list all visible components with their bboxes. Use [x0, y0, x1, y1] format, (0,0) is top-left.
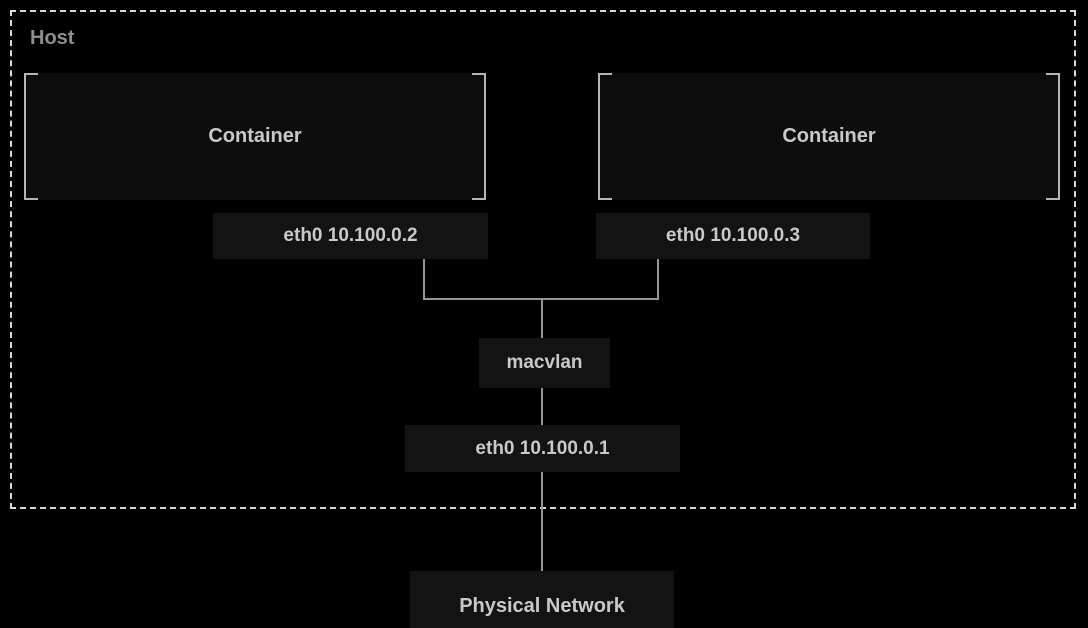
container-left-interface-label: eth0 10.100.0.2 [213, 213, 488, 259]
container-right-interface-label: eth0 10.100.0.3 [596, 213, 870, 259]
container-node-right: Container [598, 73, 1060, 200]
physical-network-node: Physical Network [410, 571, 674, 628]
connector-line-to-macvlan [541, 300, 543, 338]
container-node-left: Container [24, 73, 486, 200]
connector-line-join-horizontal [423, 298, 659, 300]
container-right-label: Container [782, 125, 876, 147]
host-boundary [10, 10, 1076, 509]
container-left-label: Container [208, 125, 302, 147]
macvlan-node: macvlan [479, 338, 610, 388]
connector-line-macvlan-to-eth0 [541, 388, 543, 425]
connector-line-eth0-to-physical [541, 472, 543, 571]
host-label: Host [30, 27, 75, 49]
connector-line-left-interface-down [423, 259, 425, 300]
host-interface-label: eth0 10.100.0.1 [405, 425, 680, 472]
connector-line-right-interface-down [657, 259, 659, 300]
